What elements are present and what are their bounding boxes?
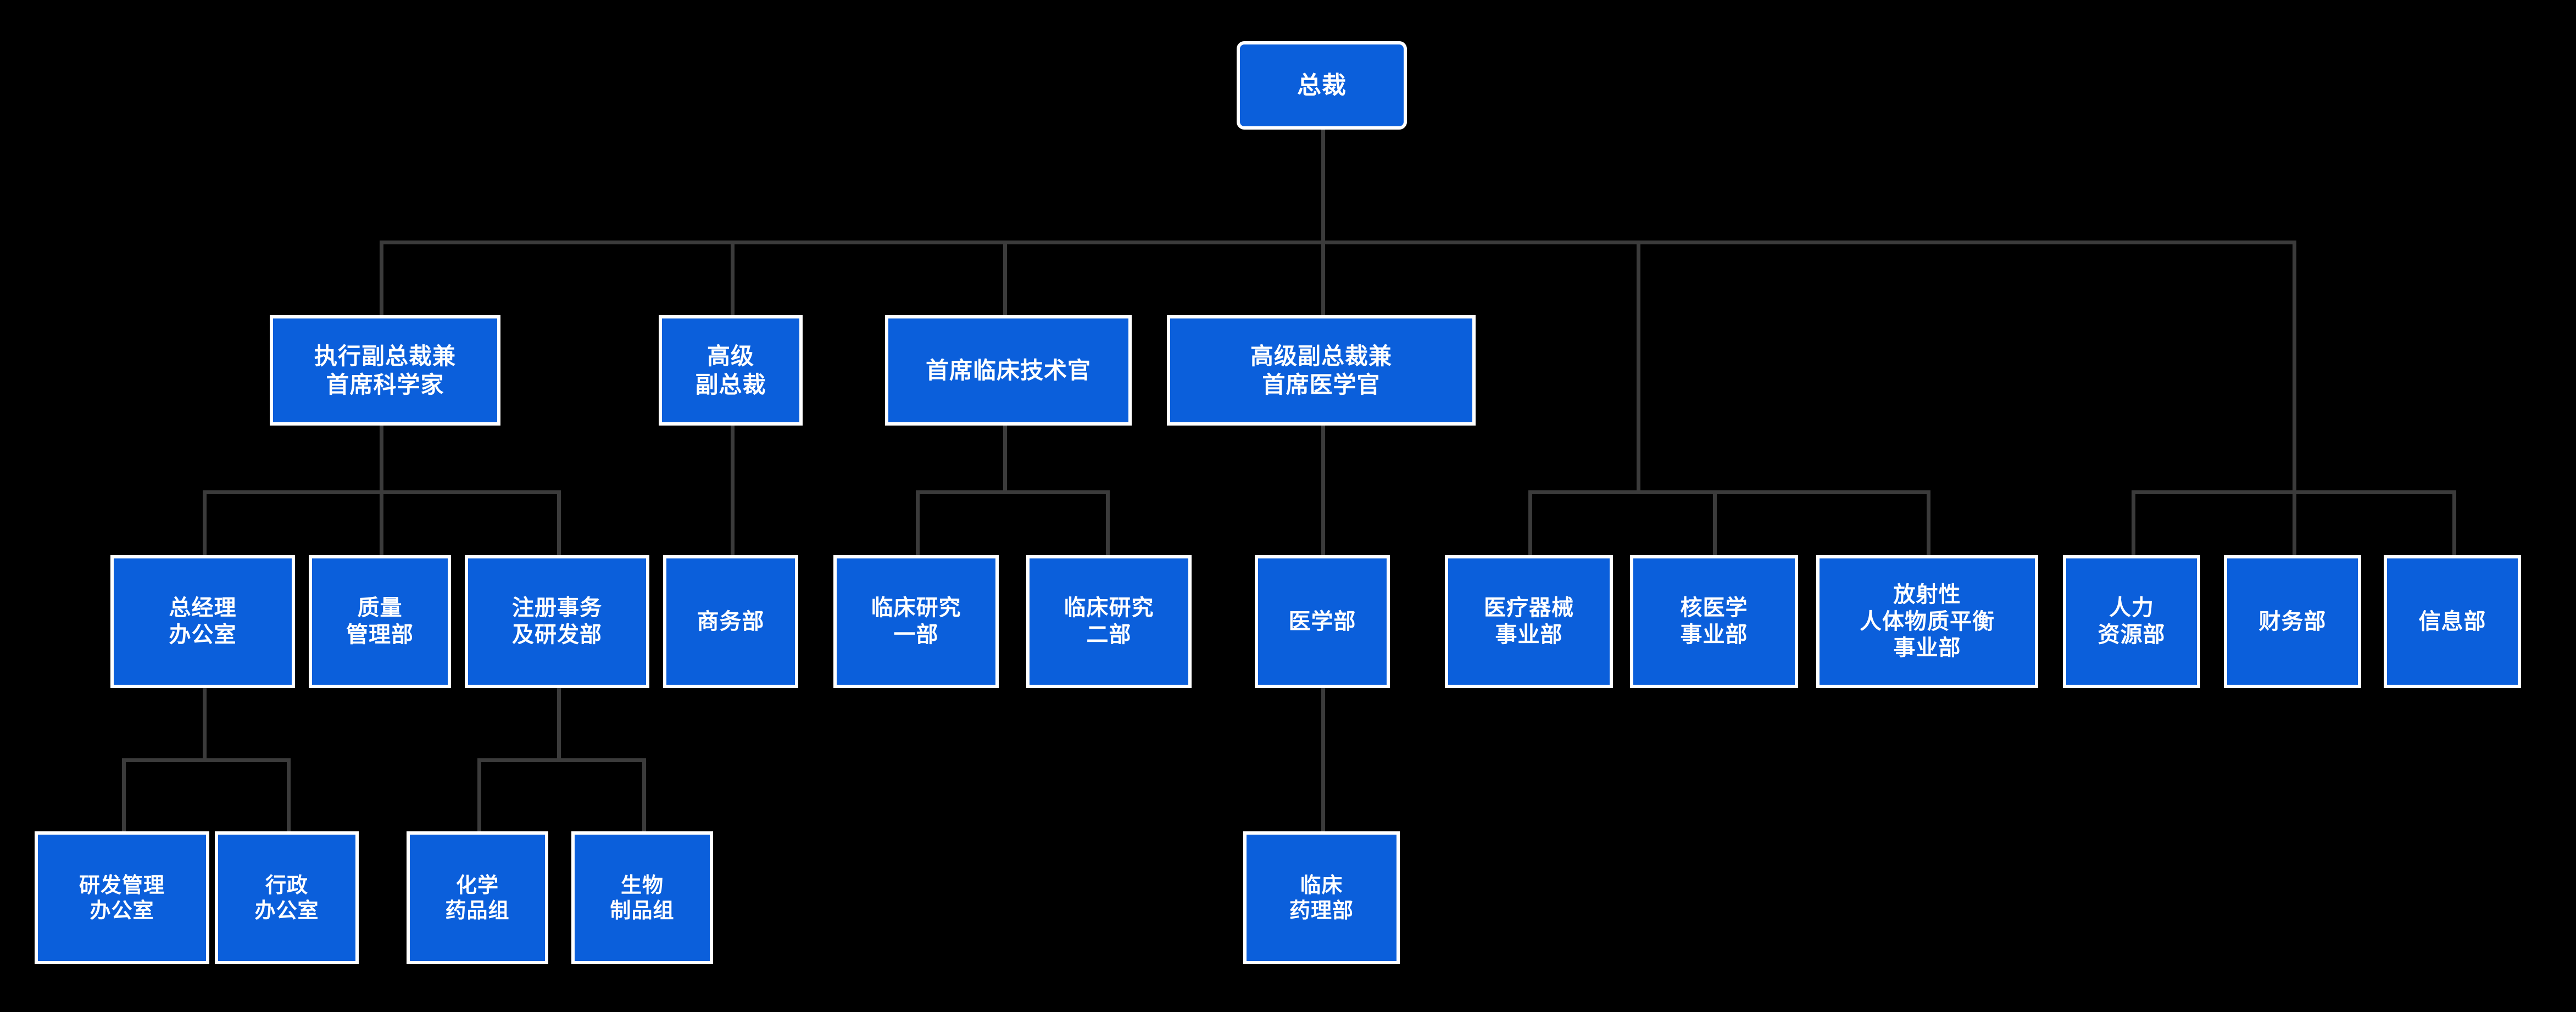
node-label: 行政 办公室	[254, 873, 319, 922]
connector-drop-cmo	[1321, 241, 1325, 315]
connector-admin-child-2	[2293, 490, 2296, 555]
node-clinical-research-2[interactable]: 临床研究 二部	[1026, 555, 1192, 688]
node-label: 临床研究 二部	[1064, 595, 1154, 647]
connector-regulatory-bus	[477, 758, 646, 762]
node-label: 临床研究 一部	[871, 595, 961, 647]
connector-division-child-1	[1528, 490, 1532, 555]
node-clinical-pharmacology-dept[interactable]: 临床 药理部	[1243, 831, 1400, 964]
connector-cclo-child-1	[916, 490, 920, 555]
node-label: 高级 副总裁	[695, 343, 766, 398]
node-label: 总经理 办公室	[169, 595, 237, 647]
node-label: 核医学 事业部	[1680, 595, 1748, 647]
node-label: 研发管理 办公室	[79, 873, 165, 922]
node-label: 化学 药品组	[445, 873, 510, 922]
node-business-dept[interactable]: 商务部	[663, 555, 798, 688]
connector-division-group-bus	[1528, 490, 1930, 494]
node-quality-mgmt-dept[interactable]: 质量 管理部	[309, 555, 451, 688]
node-label: 人力 资源部	[2097, 595, 2166, 647]
node-label: 总裁	[1297, 71, 1347, 99]
connector-evp-child-3	[557, 490, 561, 555]
node-medical-device-div[interactable]: 医疗器械 事业部	[1445, 555, 1613, 688]
connector-drop-cclo	[1003, 241, 1007, 315]
node-regulatory-rnd-dept[interactable]: 注册事务 及研发部	[465, 555, 649, 688]
node-label: 首席临床技术官	[925, 356, 1091, 384]
node-label: 放射性 人体物质平衡 事业部	[1860, 582, 1995, 661]
connector-main-bus	[380, 241, 2296, 244]
node-information-dept[interactable]: 信息部	[2384, 555, 2521, 688]
connector-senior-vp-to-business	[731, 426, 735, 555]
connector-evp-stem	[380, 426, 383, 490]
connector-cclo-stem	[1003, 426, 1007, 490]
connector-regulatory-stem	[557, 688, 561, 758]
node-president[interactable]: 总裁	[1237, 41, 1407, 130]
connector-drop-admin-group	[2293, 241, 2296, 490]
connector-division-group-stem	[1637, 241, 1640, 490]
node-svp-chief-medical-officer[interactable]: 高级副总裁兼 首席医学官	[1167, 315, 1476, 426]
node-medical-dept[interactable]: 医学部	[1255, 555, 1390, 688]
node-label: 注册事务 及研发部	[512, 595, 602, 647]
connector-drop-senior-vp	[731, 241, 735, 315]
connector-cclo-bus	[916, 490, 1110, 494]
connector-cclo-child-2	[1106, 490, 1110, 555]
connector-division-child-2	[1713, 490, 1717, 555]
connector-cmo-to-medical	[1321, 426, 1325, 555]
node-label: 财务部	[2258, 608, 2327, 634]
connector-evp-child-1	[203, 490, 207, 555]
node-label: 医疗器械 事业部	[1484, 595, 1574, 647]
node-senior-vp[interactable]: 高级 副总裁	[659, 315, 803, 426]
connector-president-stem	[1321, 130, 1325, 243]
node-chemical-drug-group[interactable]: 化学 药品组	[407, 831, 548, 964]
node-label: 质量 管理部	[346, 595, 414, 647]
connector-admin-child-1	[2132, 490, 2135, 555]
node-radioactive-balance-div[interactable]: 放射性 人体物质平衡 事业部	[1816, 555, 2038, 688]
node-label: 商务部	[697, 608, 765, 634]
node-gm-office[interactable]: 总经理 办公室	[110, 555, 295, 688]
node-label: 生物 制品组	[610, 873, 675, 922]
node-label: 信息部	[2418, 608, 2486, 634]
connector-evp-child-2	[380, 490, 383, 555]
node-evp-chief-scientist[interactable]: 执行副总裁兼 首席科学家	[270, 315, 500, 426]
connector-admin-child-3	[2452, 490, 2456, 555]
node-biological-product-group[interactable]: 生物 制品组	[571, 831, 713, 964]
node-chief-clinical-tech-officer[interactable]: 首席临床技术官	[885, 315, 1132, 426]
connector-gm-child-2	[287, 758, 291, 831]
node-label: 高级副总裁兼 首席医学官	[1250, 343, 1392, 398]
connector-regulatory-child-2	[642, 758, 646, 831]
node-admin-office[interactable]: 行政 办公室	[215, 831, 359, 964]
connector-gm-bus	[122, 758, 291, 762]
node-label: 临床 药理部	[1289, 873, 1354, 922]
node-finance-dept[interactable]: 财务部	[2224, 555, 2361, 688]
connector-division-child-3	[1927, 490, 1930, 555]
node-rnd-mgmt-office[interactable]: 研发管理 办公室	[35, 831, 209, 964]
connector-gm-stem	[203, 688, 207, 758]
node-nuclear-medicine-div[interactable]: 核医学 事业部	[1630, 555, 1798, 688]
node-hr-dept[interactable]: 人力 资源部	[2063, 555, 2200, 688]
node-label: 医学部	[1288, 608, 1356, 634]
connector-drop-evp	[380, 241, 383, 315]
node-clinical-research-1[interactable]: 临床研究 一部	[833, 555, 999, 688]
connector-gm-child-1	[122, 758, 126, 831]
node-label: 执行副总裁兼 首席科学家	[314, 343, 456, 398]
connector-medical-to-pharmacology	[1321, 688, 1325, 831]
connector-regulatory-child-1	[477, 758, 481, 831]
